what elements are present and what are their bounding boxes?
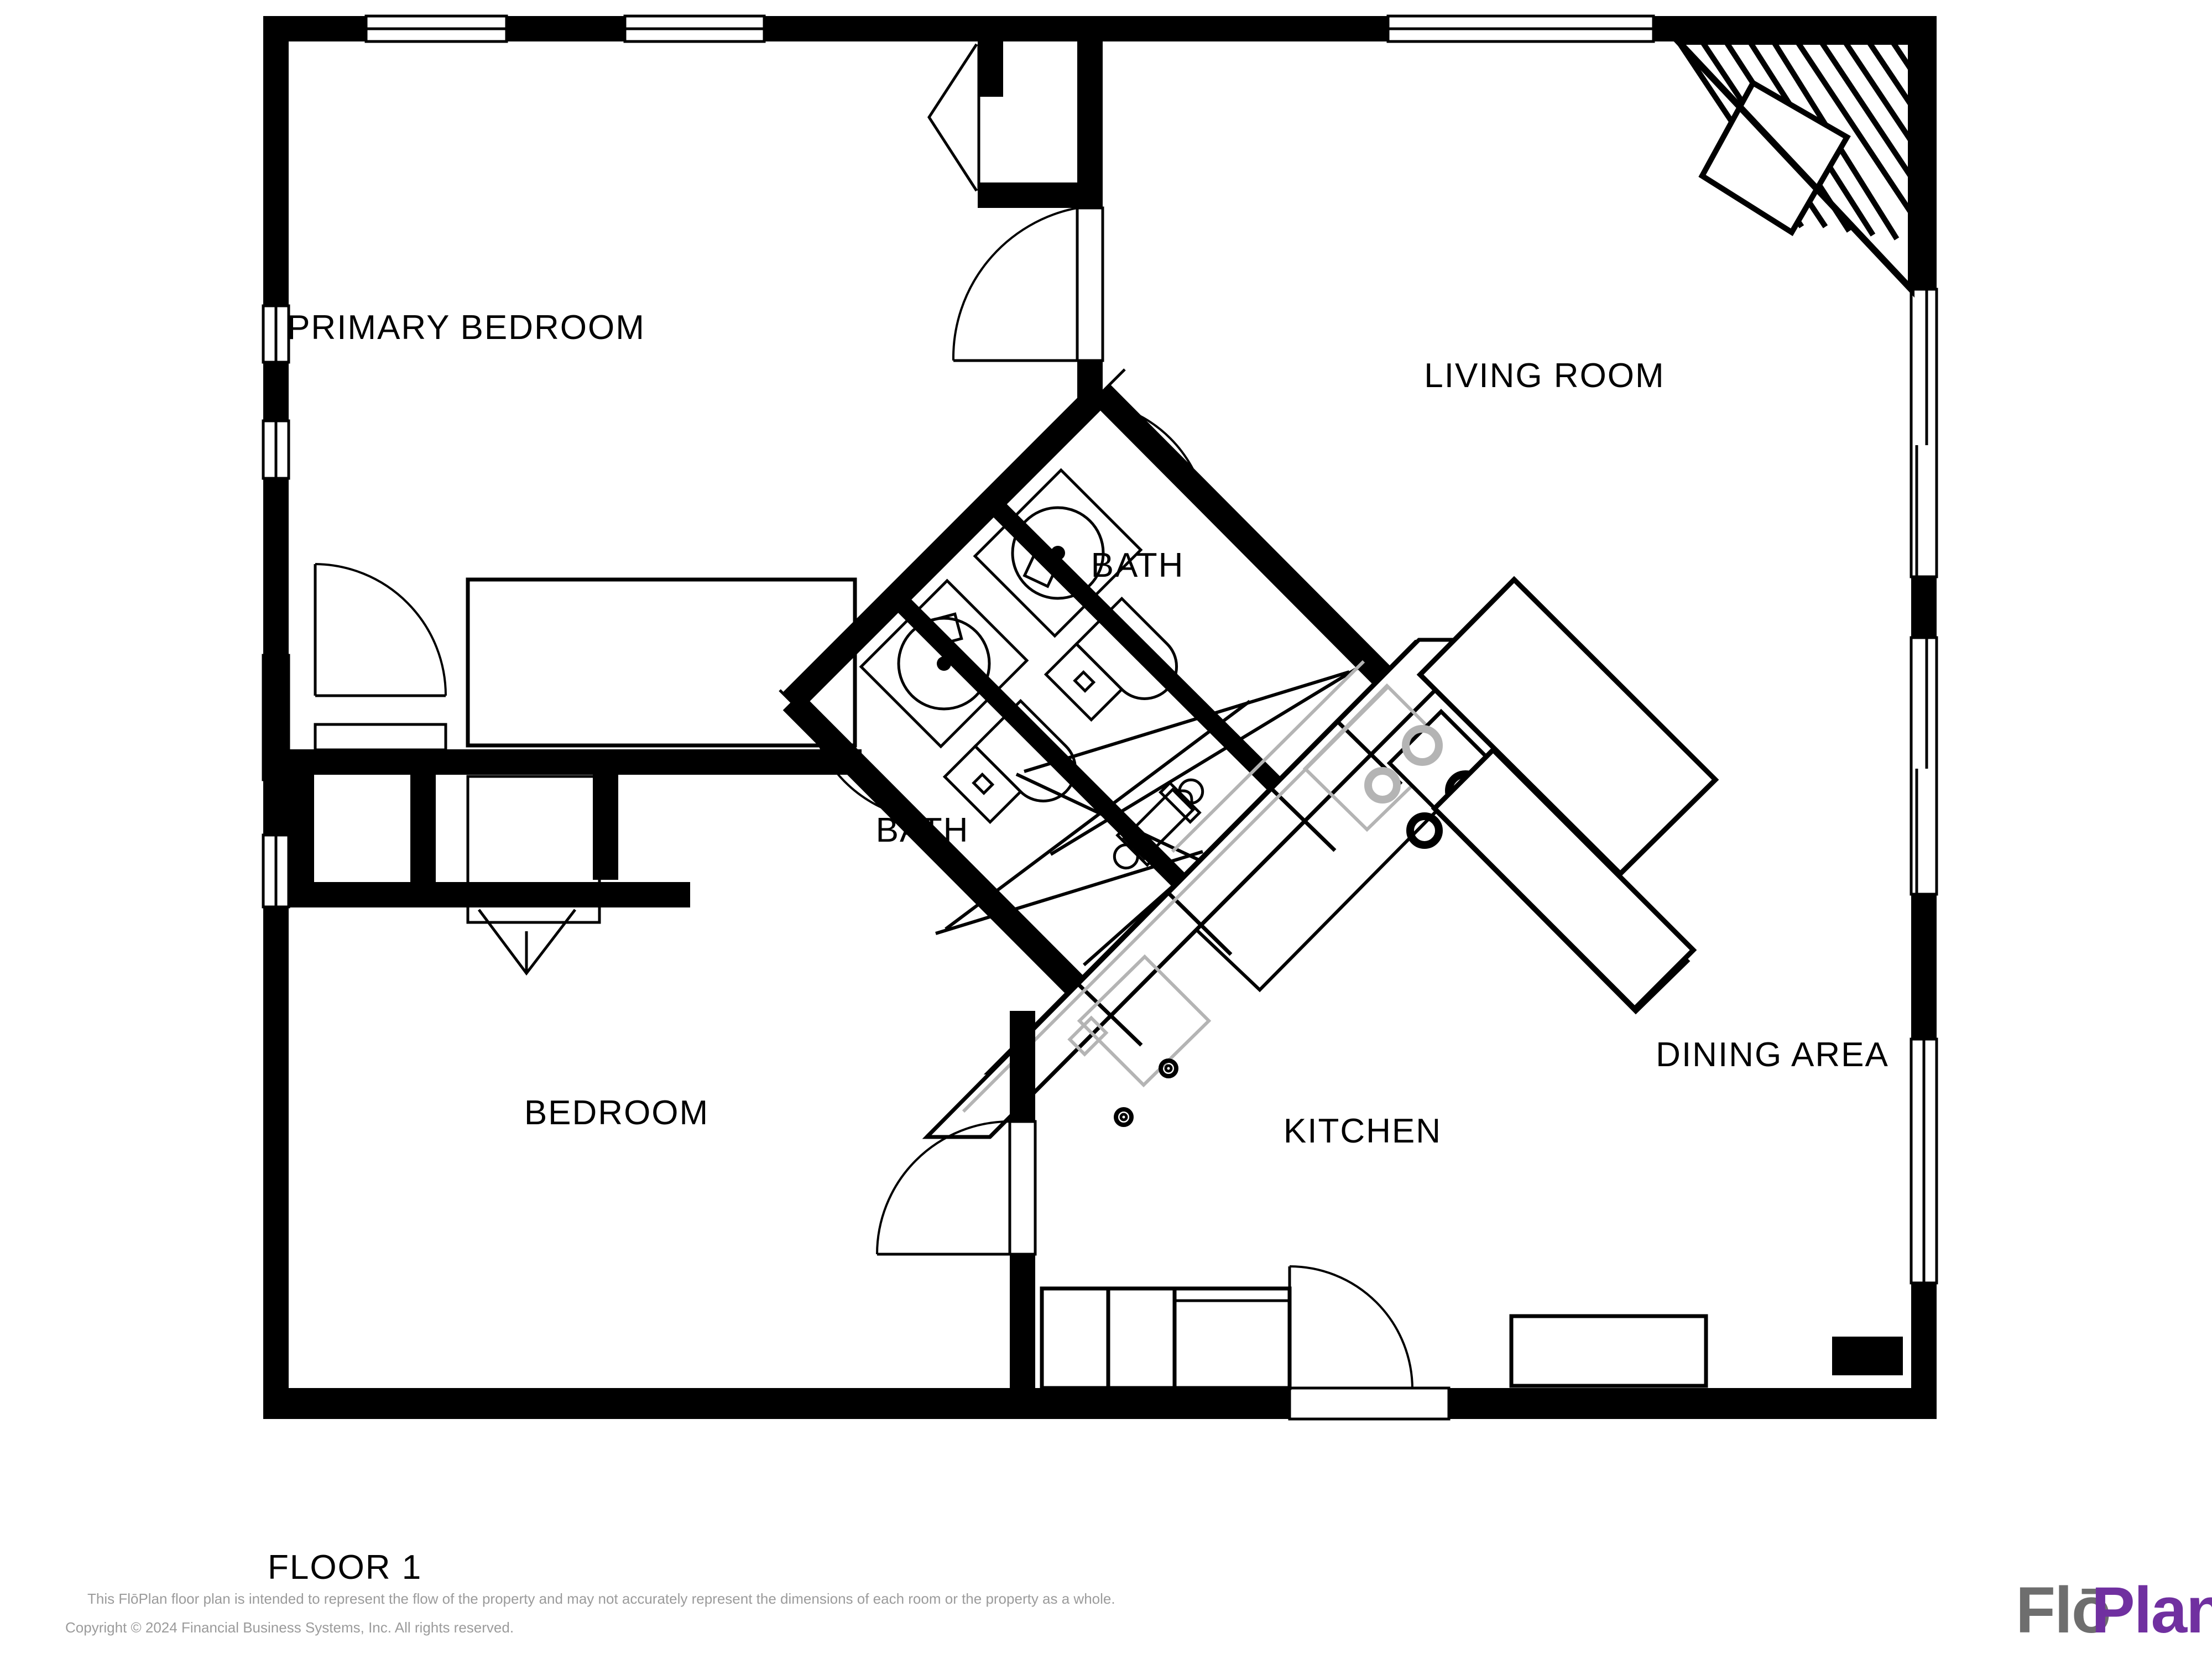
room-labels: PRIMARY BEDROOM LIVING ROOM BATH BATH BE… [287,309,1889,1150]
room-label-kitchen: KITCHEN [1284,1112,1442,1150]
room-label-dining-area: DINING AREA [1656,1036,1889,1074]
room-label-primary-bedroom: PRIMARY BEDROOM [287,309,645,347]
kitchen-counters [922,576,1719,1139]
disclaimer-line-1: This FlōPlan floor plan is intended to r… [87,1590,1115,1607]
logo-text-flo: Flō [2016,1574,2110,1647]
sink-upper-bath [973,468,1143,638]
footer: FLOOR 1 This FlōPlan floor plan is inten… [65,1548,1115,1636]
room-label-bedroom: BEDROOM [524,1094,709,1132]
kitchen-sink [1067,1015,1178,1127]
toilet-upper-bath [1044,596,1178,722]
room-label-living-room: LIVING ROOM [1424,357,1665,395]
staircase-icon [1671,38,1914,298]
sink-lower-bath [859,578,1029,749]
windows [262,14,1938,1421]
door-bedroom [876,1011,1037,1388]
logo-text-plan: Plan [2091,1574,2212,1647]
lower-cabinets-entry [1040,1265,1903,1390]
bedroom-closet-nook [263,563,862,976]
floplan-logo[interactable]: Flō Plan [2016,1574,2212,1647]
door-upper-bath [1032,368,1204,497]
primary-bedroom-closet [927,41,1104,407]
room-label-bath-lower: BATH [876,811,969,849]
washer-dryer-icon [1113,778,1204,870]
disclaimer-line-2: Copyright © 2024 Financial Business Syst… [65,1619,514,1636]
floor-title: FLOOR 1 [268,1548,422,1587]
room-label-bath-upper: BATH [1091,546,1185,585]
exterior-walls [263,16,1937,1419]
